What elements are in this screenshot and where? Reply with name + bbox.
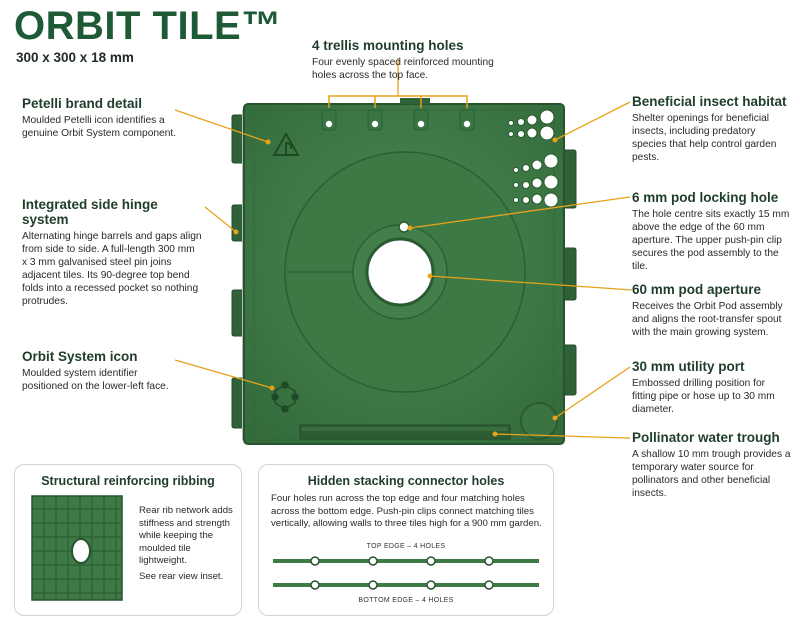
callout-petelli-body: Moulded Petelli icon identifies a genuin… <box>22 115 177 139</box>
callout-trough-title: Pollinator water trough <box>632 430 780 445</box>
bottom-edge-label: BOTTOM EDGE – 4 HOLES <box>358 597 454 604</box>
panel-stacking-title: Hidden stacking connector holes <box>307 474 505 488</box>
utility-port <box>520 402 558 440</box>
callout-aperture-body: Receives the Orbit Pod assembly and alig… <box>632 301 783 338</box>
panel-stacking: Hidden stacking connector holes Four hol… <box>258 464 554 616</box>
top-edge-label: TOP EDGE – 4 HOLES <box>366 543 446 550</box>
panel-stacking-body: Four holes run across the top edge and f… <box>271 493 542 529</box>
callout-trellis-body: Four evenly spaced reinforced mounting h… <box>312 57 494 81</box>
callout-petelli-title: Petelli brand detail <box>22 96 143 111</box>
leader-lines <box>174 58 633 439</box>
callout-utility-body: Embossed drilling position for fitting p… <box>632 378 775 415</box>
callout-trough: Pollinator water trough A shallow 10 mm … <box>632 430 792 500</box>
insect-habitat-holes <box>508 109 559 208</box>
petelli-logo-icon <box>272 131 300 156</box>
panel-ribbing-title: Structural reinforcing ribbing <box>41 474 215 488</box>
callout-pod-lock-title: 6 mm pod locking hole <box>632 190 779 205</box>
trellis-holes <box>321 109 475 131</box>
page-title: ORBIT TILE™ <box>14 4 282 48</box>
callout-hinge: Integrated side hinge system Alternating… <box>22 197 202 308</box>
rear-view-inset <box>31 495 123 601</box>
callout-aperture: 60 mm pod aperture Receives the Orbit Po… <box>632 282 792 339</box>
callout-insect-title: Beneficial insect habitat <box>632 94 787 109</box>
callout-petelli: Petelli brand detail Moulded Petelli ico… <box>22 96 182 140</box>
pod-aperture-hole <box>365 237 435 307</box>
pod-lock-hole <box>398 221 410 233</box>
panel-ribbing-body: Rear rib network adds stiffness and stre… <box>139 505 233 566</box>
orbit-system-icon <box>271 381 299 413</box>
callout-trellis: 4 trellis mounting holes Four evenly spa… <box>312 38 512 82</box>
callout-insect-body: Shelter openings for beneficial insects,… <box>632 113 777 163</box>
leader-dots <box>233 137 558 437</box>
callout-utility-title: 30 mm utility port <box>632 359 745 374</box>
panel-ribbing: Structural reinforcing ribbing Rear rib … <box>14 464 242 616</box>
tile-dimensions: 300 x 300 x 18 mm <box>16 50 134 65</box>
callout-trough-body: A shallow 10 mm trough provides a tempor… <box>632 449 791 499</box>
callout-insect: Beneficial insect habitat Shelter openin… <box>632 94 792 164</box>
callout-utility: 30 mm utility port Embossed drilling pos… <box>632 359 792 416</box>
stacking-hole-diagram <box>273 556 539 590</box>
callout-aperture-title: 60 mm pod aperture <box>632 282 762 297</box>
panel-ribbing-note: See rear view inset. <box>139 570 224 582</box>
callout-pod-lock-body: The hole centre sits exactly 15 mm above… <box>632 209 790 272</box>
callout-hinge-body: Alternating hinge barrels and gaps align… <box>22 231 202 307</box>
callout-system-icon-title: Orbit System icon <box>22 349 138 364</box>
callout-system-icon: Orbit System icon Moulded system identif… <box>22 349 182 393</box>
callout-system-icon-body: Moulded system identifier positioned on … <box>22 368 169 392</box>
callout-hinge-title: Integrated side hinge system <box>22 197 158 227</box>
callout-trellis-title: 4 trellis mounting holes <box>312 38 464 53</box>
callout-pod-lock: 6 mm pod locking hole The hole centre si… <box>632 190 792 273</box>
